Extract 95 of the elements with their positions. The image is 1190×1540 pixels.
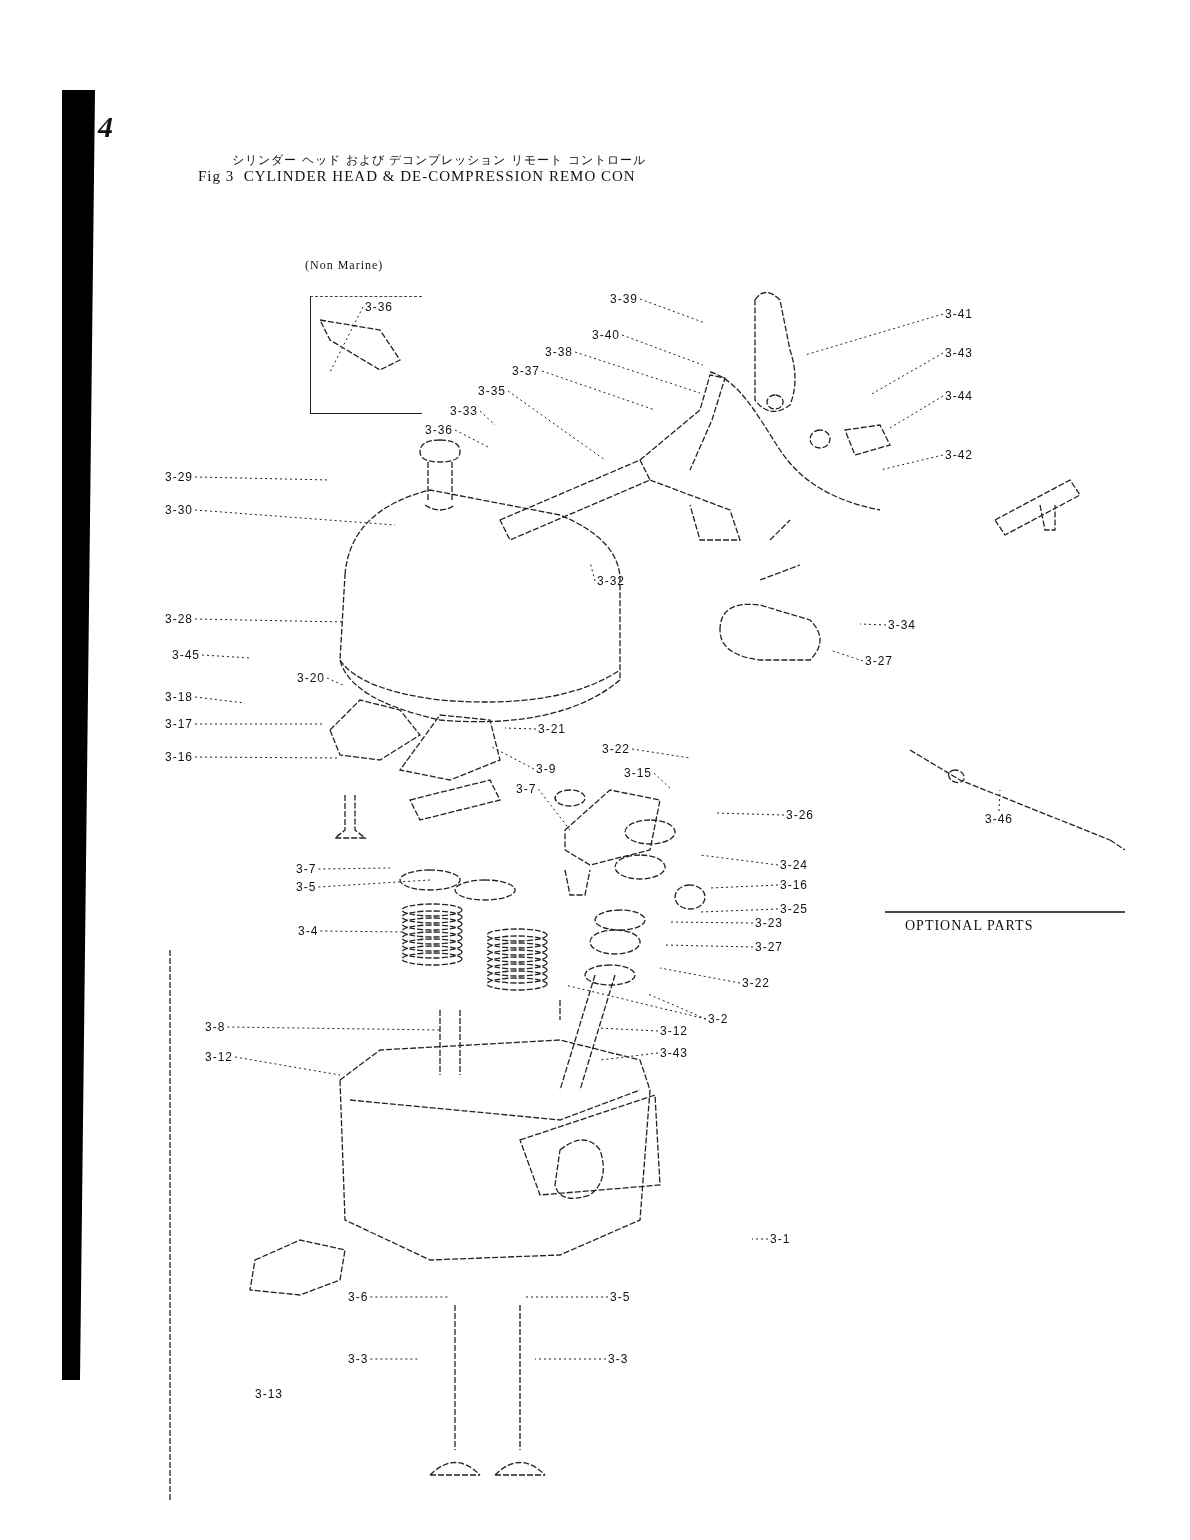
inset-heading: (Non Marine)	[305, 258, 384, 273]
leader-line	[659, 967, 741, 984]
callout-number: 3-39	[610, 292, 639, 306]
callout-number: 3-15	[624, 766, 653, 780]
callout-number: 3-7	[516, 782, 537, 796]
callout-number: 3-32	[597, 574, 626, 588]
leader-line	[709, 884, 779, 889]
leader-line	[639, 298, 706, 324]
leader-line	[534, 1358, 607, 1360]
page-number: 4	[98, 110, 113, 144]
callout-number: 3-34	[888, 618, 917, 632]
callout-number: 3-20	[297, 671, 326, 685]
leader-line	[226, 1026, 441, 1031]
leader-line	[631, 748, 691, 759]
leader-line	[194, 509, 396, 526]
callout-number: 3-1	[770, 1232, 791, 1246]
leader-line	[714, 812, 785, 816]
section-heading: OPTIONAL PARTS	[905, 918, 1034, 934]
leader-line	[998, 789, 1001, 812]
callout-number: 3-26	[786, 808, 815, 822]
callout-number: 3-25	[780, 902, 809, 916]
callout-number: 3-2	[708, 1012, 729, 1026]
callout-number: 3-3	[608, 1352, 629, 1366]
leader-line	[574, 351, 701, 394]
callout-number: 3-27	[865, 654, 894, 668]
callout-number: 3-21	[538, 722, 567, 736]
leader-line	[653, 772, 673, 791]
callout-number: 3-16	[165, 750, 194, 764]
callout-number: 3-16	[780, 878, 809, 892]
callout-number: 3-43	[660, 1046, 689, 1060]
leader-line	[699, 854, 779, 866]
leader-line	[201, 654, 251, 659]
callout-number: 3-28	[165, 612, 194, 626]
leader-line	[507, 390, 606, 461]
leader-line	[369, 1296, 449, 1298]
callout-number: 3-5	[610, 1290, 631, 1304]
callout-number: 3-30	[165, 503, 194, 517]
callout-number: 3-29	[165, 470, 194, 484]
callout-number: 3-24	[780, 858, 809, 872]
leader-line	[541, 370, 656, 411]
callout-number: 3-42	[945, 448, 974, 462]
callout-number: 3-46	[985, 812, 1014, 826]
leader-line	[621, 334, 704, 366]
callout-number: 3-41	[945, 307, 974, 321]
leader-line	[454, 429, 491, 449]
callout-number: 3-9	[536, 762, 557, 776]
callout-number: 3-4	[298, 924, 319, 938]
leader-line	[326, 677, 346, 687]
callout-number: 3-8	[205, 1020, 226, 1034]
callout-number: 3-33	[450, 404, 479, 418]
callout-number: 3-6	[348, 1290, 369, 1304]
callout-number: 3-18	[165, 690, 194, 704]
callout-number: 3-7	[296, 862, 317, 876]
leader-line	[869, 352, 944, 396]
callout-number: 3-5	[296, 880, 317, 894]
callout-number: 3-12	[660, 1024, 689, 1038]
leader-line	[234, 1056, 341, 1076]
leader-line	[194, 723, 323, 725]
leader-line	[489, 745, 535, 770]
callout-number: 3-40	[592, 328, 621, 342]
leader-line	[751, 1238, 769, 1240]
callout-number: 3-3	[348, 1352, 369, 1366]
leader-line	[889, 395, 944, 429]
callout-number: 3-22	[742, 976, 771, 990]
leader-line	[329, 306, 364, 373]
leader-line	[859, 623, 887, 626]
leader-line	[317, 879, 431, 888]
callout-number: 3-45	[172, 648, 201, 662]
callout-number: 3-44	[945, 389, 974, 403]
callout-number: 3-13	[255, 1387, 284, 1401]
callout-number: 3-22	[602, 742, 631, 756]
leader-line	[369, 1358, 419, 1360]
callout-number: 3-12	[205, 1050, 234, 1064]
leader-line	[524, 1296, 609, 1298]
callout-number: 3-35	[478, 384, 507, 398]
title-japanese: シリンダー ヘッド および デコンプレッション リモート コントロール	[232, 152, 647, 169]
callout-number: 3-17	[165, 717, 194, 731]
callout-number: 3-36	[425, 423, 454, 437]
callout-number: 3-23	[755, 916, 784, 930]
leader-line	[317, 867, 391, 870]
leader-line	[194, 756, 339, 759]
callout-number: 3-36	[365, 300, 394, 314]
callout-number: 3-27	[755, 940, 784, 954]
leader-line	[537, 788, 571, 831]
leader-line	[479, 410, 496, 426]
leader-line	[504, 727, 537, 730]
leader-line	[599, 1052, 659, 1061]
title: Fig 3 CYLINDER HEAD & DE-COMPRESSION REMO CON	[198, 168, 636, 185]
leader-line	[804, 313, 944, 356]
callout-number: 3-38	[545, 345, 574, 359]
callout-number: 3-43	[945, 346, 974, 360]
leader-line	[664, 944, 754, 948]
leader-line	[829, 649, 864, 662]
callout-number: 3-37	[512, 364, 541, 378]
leader-line	[699, 908, 779, 913]
